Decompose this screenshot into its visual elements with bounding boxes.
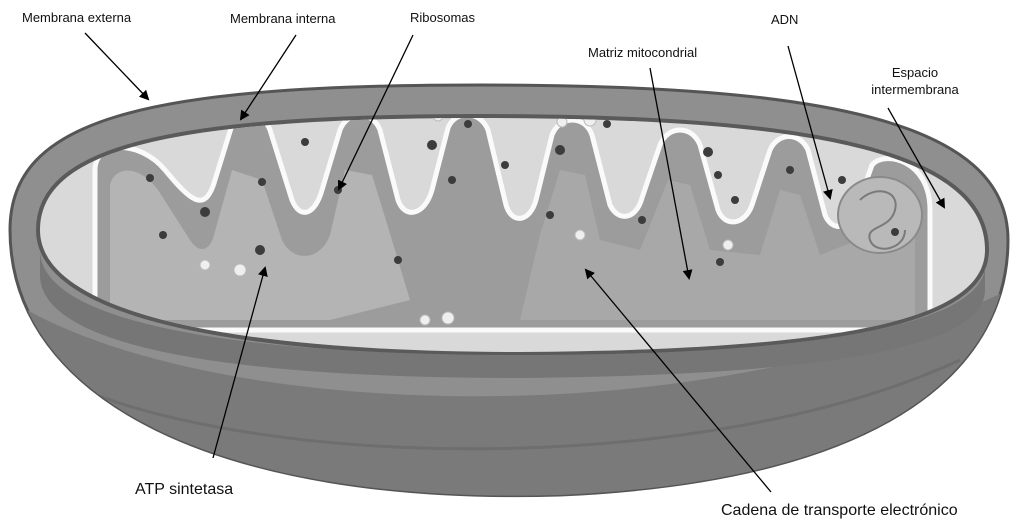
- label-ribosomes: Ribosomas: [410, 10, 475, 25]
- label-intermembrane-space: Espacio intermembrana: [855, 64, 975, 98]
- label-outer-membrane: Membrana externa: [22, 10, 131, 25]
- dna-loop: [838, 177, 922, 253]
- label-intermembrane-line1: Espacio: [855, 64, 975, 81]
- label-dna: ADN: [771, 12, 798, 27]
- label-atp-synthase: ATP sintetasa: [135, 481, 233, 499]
- label-intermembrane-line2: intermembrana: [855, 81, 975, 98]
- label-inner-membrane: Membrana interna: [230, 11, 336, 26]
- label-electron-transport-chain: Cadena de transporte electrónico: [721, 502, 958, 520]
- pointer-outer-membrane: [85, 33, 148, 99]
- label-matrix: Matriz mitocondrial: [588, 45, 697, 60]
